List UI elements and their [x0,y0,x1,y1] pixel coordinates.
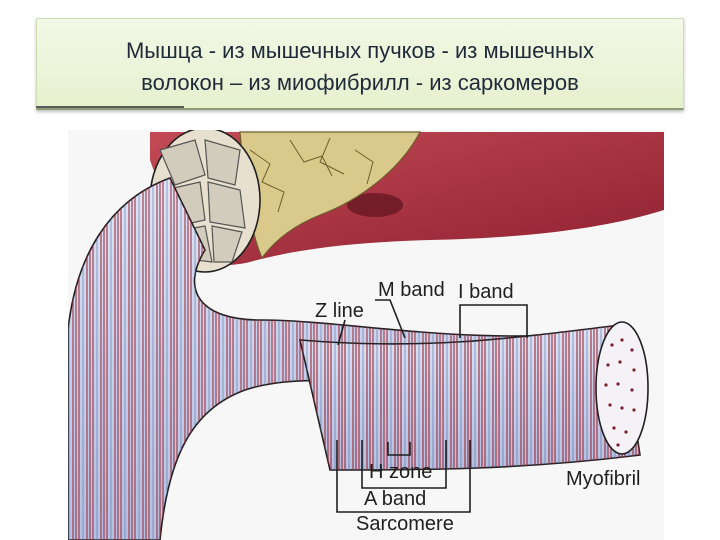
z-line-label: Z line [315,300,364,322]
m-band-label: M band [378,279,445,301]
myofibril-end-cap [596,322,648,454]
a-band-label: A band [364,488,426,510]
myofibril-label: Myofibril [566,468,640,490]
h-zone-label: H zone [369,461,432,483]
i-band-label: I band [458,281,514,303]
sarcomere-label: Sarcomere [356,513,454,535]
